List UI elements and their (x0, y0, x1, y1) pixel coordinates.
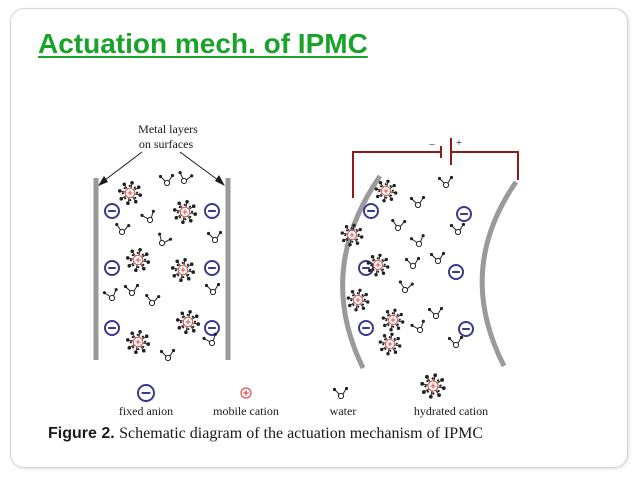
fixed-anion-glyph (363, 203, 379, 219)
water-glyph (391, 218, 407, 232)
circuit-wire-left (352, 151, 440, 198)
water-glyph (115, 222, 131, 236)
legend-label-water: water (330, 404, 357, 418)
annotation-line2: on surfaces (139, 137, 194, 151)
hydrated-cation-glyph (366, 253, 390, 277)
battery-plus-label: + (456, 137, 462, 149)
water-glyph (204, 282, 221, 296)
water-glyph (427, 306, 444, 320)
water-glyph (102, 288, 118, 302)
battery-minus-label: − (429, 139, 435, 151)
water-glyph (145, 293, 161, 307)
annotation-arrowhead-right (215, 175, 225, 186)
hydrated-cation-glyph (340, 223, 364, 247)
hydrated-cation-glyph (378, 332, 402, 356)
water-glyph (140, 209, 155, 224)
hydrated-cation-glyph (117, 180, 143, 206)
fixed-anion-glyph (204, 260, 220, 276)
ion-glyph-layer (102, 171, 474, 402)
water-glyph (449, 222, 466, 236)
figure-caption-text: Schematic diagram of the actuation mecha… (119, 425, 484, 442)
hydrated-cation-glyph (172, 199, 198, 225)
legend-label-mobile-cation: mobile cation (213, 404, 279, 418)
right-electrode-right (479, 180, 519, 368)
water-glyph (409, 195, 426, 209)
water-glyph (447, 335, 464, 349)
right-electrode-left (340, 174, 383, 370)
fixed-anion-glyph (204, 203, 220, 219)
fixed-anion-glyph (204, 320, 220, 336)
hydrated-cation-glyph (170, 257, 196, 283)
figure-caption: Figure 2. Schematic diagram of the actua… (48, 425, 483, 443)
legend-label-hydrated-cation: hydrated cation (414, 404, 488, 418)
water-glyph (429, 251, 446, 265)
water-glyph (410, 319, 425, 334)
water-glyph (159, 348, 176, 362)
fixed-anion-glyph (458, 321, 474, 337)
water-glyph (404, 256, 421, 270)
fixed-anion-glyph (448, 264, 464, 280)
water-glyph (178, 171, 194, 185)
hydrated-cation-glyph (374, 179, 398, 203)
figure-caption-label: Figure 2. (48, 425, 115, 442)
fixed-anion-glyph (137, 384, 155, 402)
annotation-arrowhead-left (98, 176, 108, 186)
water-glyph (123, 283, 140, 297)
hydrated-cation-glyph (125, 247, 151, 273)
water-glyph (158, 232, 173, 247)
fixed-anion-glyph (104, 260, 120, 276)
fixed-anion-glyph (104, 203, 120, 219)
annotation-arrow-right (179, 151, 223, 184)
water-glyph (437, 175, 454, 189)
slide-frame (10, 8, 628, 468)
water-glyph (409, 234, 425, 248)
circuit-wire-right (452, 151, 519, 180)
fixed-anion-glyph (358, 320, 374, 336)
water-glyph (332, 386, 349, 400)
fixed-anion-glyph (104, 320, 120, 336)
annotation-arrow-left (100, 151, 143, 184)
fixed-anion-glyph (358, 260, 374, 276)
fixed-anion-glyph (456, 206, 472, 222)
mobile-cation-glyph (240, 387, 252, 399)
hydrated-cation-glyph (346, 288, 370, 312)
slide-title: Actuation mech. of IPMC (38, 28, 368, 59)
legend-label-fixed-anion: fixed anion (119, 404, 173, 418)
hydrated-cation-glyph (175, 309, 201, 335)
water-glyph (158, 173, 175, 187)
annotation-line1: Metal layers (138, 122, 198, 136)
water-glyph (398, 280, 414, 294)
hydrated-cation-glyph (381, 308, 405, 332)
hydrated-cation-glyph (420, 373, 446, 399)
water-glyph (202, 332, 217, 347)
hydrated-cation-glyph (125, 329, 151, 355)
water-glyph (206, 230, 223, 244)
